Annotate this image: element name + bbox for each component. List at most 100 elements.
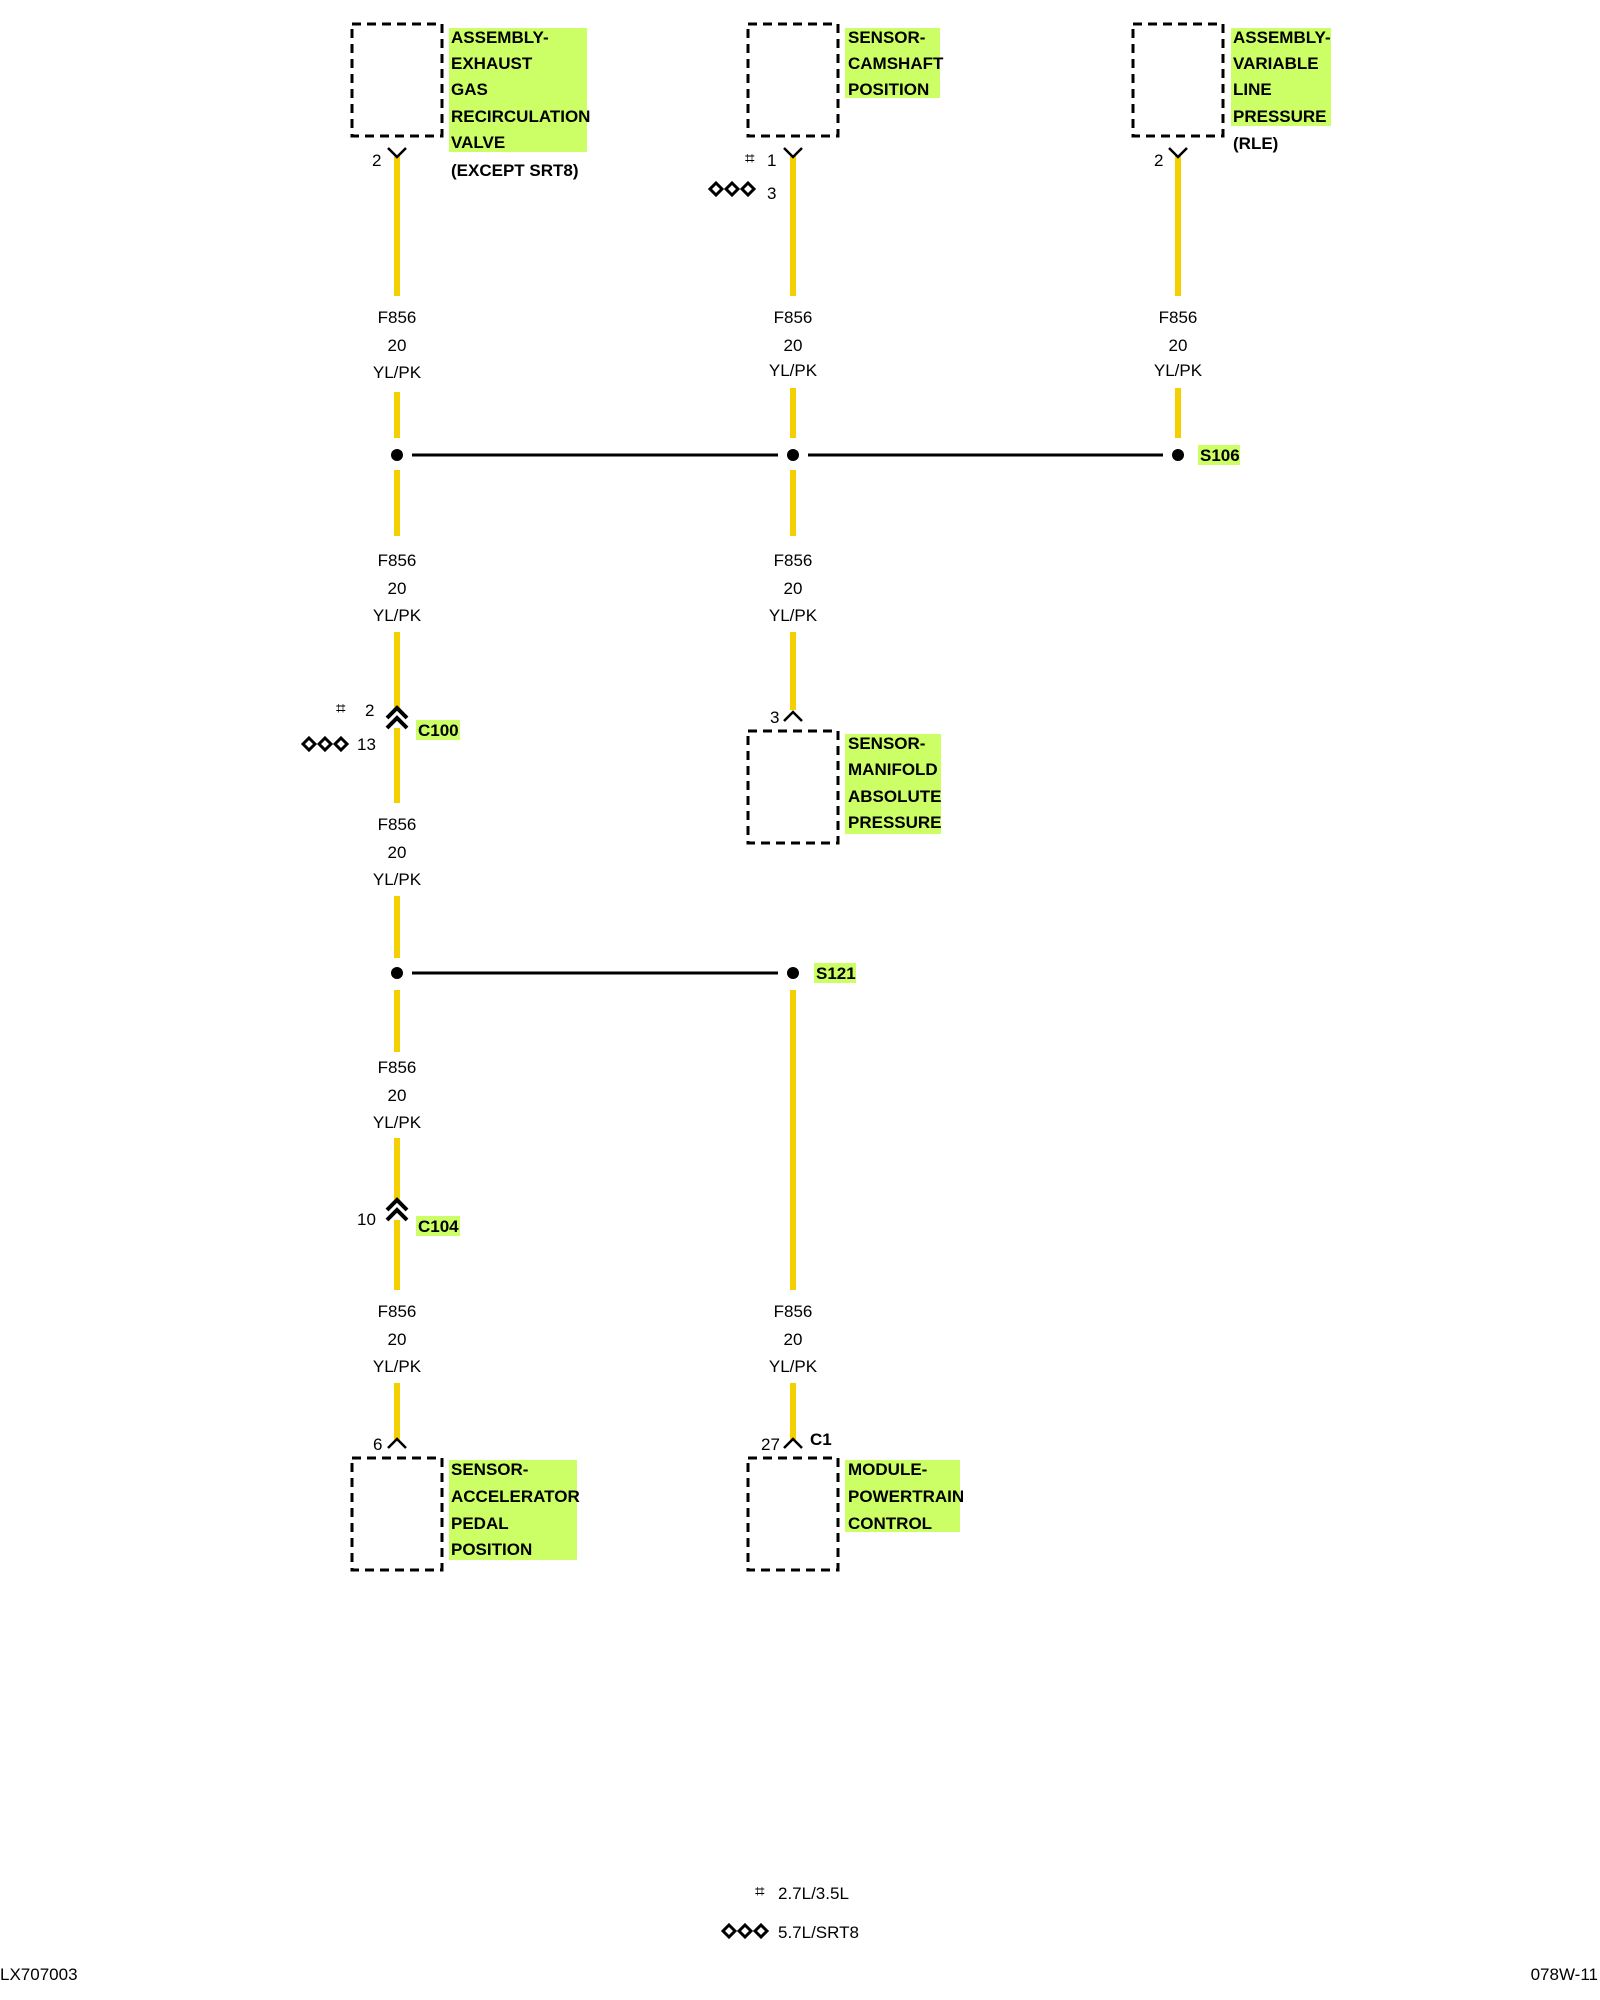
legend: ⌗ 2.7L/3.5L 5.7L/SRT8 — [721, 1882, 859, 1942]
inline-connectors — [385, 705, 409, 1222]
wire-gauge: 20 — [388, 579, 407, 598]
wire-gauge: 20 — [1169, 336, 1188, 355]
wire-circuit: F856 — [378, 308, 417, 327]
app-sensor-line: ACCELERATOR — [451, 1487, 580, 1506]
wire-color: YL/PK — [1154, 361, 1203, 380]
wire-segments — [394, 156, 1181, 1440]
diamonds-icon — [721, 1923, 769, 1939]
pcm-highlight — [845, 1460, 960, 1532]
connector-c100-chevron — [385, 715, 409, 730]
camshaft-sensor-box — [746, 22, 840, 138]
wire-color: YL/PK — [769, 361, 818, 380]
camshaft-sensor-line: SENSOR- — [848, 28, 925, 47]
terminal-v — [783, 147, 803, 159]
app-sensor-line: SENSOR- — [451, 1460, 528, 1479]
wire-gauge: 20 — [784, 579, 803, 598]
map-sensor-line: SENSOR- — [848, 734, 925, 753]
wire-labels: F856 20 YL/PK F856 20 YL/PK F856 20 YL/P… — [373, 308, 1203, 1376]
pcm-label: MODULE- POWERTRAIN CONTROL — [848, 1460, 964, 1533]
map-sensor-highlight — [845, 734, 941, 834]
wire-color: YL/PK — [373, 1357, 422, 1376]
line-pressure-pin: 2 — [1154, 151, 1163, 170]
pcm-line: POWERTRAIN — [848, 1487, 964, 1506]
wire-gauge: 20 — [784, 1330, 803, 1349]
connector-c100-chevron — [385, 705, 409, 720]
hash-icon: ⌗ — [336, 699, 346, 718]
line-pressure-note: (RLE) — [1233, 134, 1278, 153]
c100-highlight — [416, 720, 460, 740]
app-sensor-line: PEDAL — [451, 1514, 509, 1533]
camshaft-sensor-highlight — [845, 28, 940, 98]
c100-label: C100 — [418, 721, 459, 740]
map-sensor-label: SENSOR- MANIFOLD ABSOLUTE PRESSURE — [848, 734, 942, 832]
wire-color: YL/PK — [373, 1113, 422, 1132]
diamonds-icon — [708, 181, 756, 197]
egr-valve-highlight — [449, 28, 587, 152]
wire-color: YL/PK — [769, 606, 818, 625]
wire-circuit: F856 — [774, 551, 813, 570]
wire-color: YL/PK — [373, 363, 422, 382]
pcm-line: CONTROL — [848, 1514, 932, 1533]
connector-c104-chevron — [385, 1197, 409, 1212]
footer-right-code: 078W-11 — [1531, 1965, 1598, 1984]
map-sensor-line: PRESSURE — [848, 813, 942, 832]
terminal-caret — [783, 710, 803, 722]
egr-valve-line: RECIRCULATION — [451, 107, 590, 126]
egr-valve-label: ASSEMBLY- EXHAUST GAS RECIRCULATION VALV… — [451, 28, 590, 152]
splice-dot — [787, 967, 799, 979]
splice-dots — [391, 449, 1184, 979]
c100-pin: 2 — [365, 701, 374, 720]
map-sensor-line: ABSOLUTE — [848, 787, 942, 806]
s106-highlight — [1198, 445, 1240, 465]
splice-s121-label: S121 — [816, 964, 856, 983]
line-pressure-box — [1131, 22, 1225, 138]
wire-gauge: 20 — [388, 1330, 407, 1349]
wire-gauge: 20 — [388, 336, 407, 355]
camshaft-sensor-label: SENSOR- CAMSHAFT POSITION — [848, 28, 944, 99]
wire-circuit: F856 — [1159, 308, 1198, 327]
splice-dot — [1172, 449, 1184, 461]
egr-valve-line: VALVE — [451, 133, 505, 152]
wire-color: YL/PK — [373, 606, 422, 625]
egr-valve-line: ASSEMBLY- — [451, 28, 549, 47]
map-sensor-pin: 3 — [770, 708, 779, 727]
legend-diamonds-text: 5.7L/SRT8 — [778, 1923, 859, 1942]
line-pressure-line: ASSEMBLY- — [1233, 28, 1331, 47]
app-sensor-pin: 6 — [373, 1435, 382, 1454]
splice-dot — [391, 967, 403, 979]
egr-valve-line: EXHAUST — [451, 54, 533, 73]
pcm-box — [746, 1456, 840, 1572]
terminals — [387, 147, 1188, 1449]
wire-circuit: F856 — [378, 815, 417, 834]
app-sensor-highlight — [449, 1460, 577, 1560]
egr-valve-note: (EXCEPT SRT8) — [451, 161, 579, 180]
terminal-caret — [387, 1437, 407, 1449]
app-sensor-label: SENSOR- ACCELERATOR PEDAL POSITION — [451, 1460, 580, 1559]
terminal-caret — [783, 1437, 803, 1449]
pcm-line: MODULE- — [848, 1460, 927, 1479]
wire-circuit: F856 — [378, 1302, 417, 1321]
c104-pin: 10 — [357, 1210, 376, 1229]
component-boxes — [350, 22, 1225, 1572]
c104-highlight — [416, 1216, 460, 1236]
egr-valve-pin: 2 — [372, 151, 381, 170]
wire-color: YL/PK — [373, 870, 422, 889]
connector-c104-chevron — [385, 1207, 409, 1222]
line-pressure-line: PRESSURE — [1233, 107, 1327, 126]
legend-hash-text: 2.7L/3.5L — [778, 1884, 849, 1903]
footer-left-code: LX707003 — [0, 1965, 78, 1984]
app-sensor-box — [350, 1456, 444, 1572]
splice-bus — [412, 453, 1163, 975]
camshaft-sensor-line: CAMSHAFT — [848, 54, 944, 73]
camshaft-sensor-pin: 3 — [767, 184, 776, 203]
line-pressure-line: LINE — [1233, 80, 1272, 99]
camshaft-sensor-line: POSITION — [848, 80, 929, 99]
wire-color: YL/PK — [769, 1357, 818, 1376]
wire-circuit: F856 — [774, 1302, 813, 1321]
hash-icon: ⌗ — [745, 149, 755, 168]
line-pressure-label: ASSEMBLY- VARIABLE LINE PRESSURE — [1233, 28, 1331, 126]
pcm-connector: C1 — [810, 1430, 832, 1449]
splice-dot — [391, 449, 403, 461]
map-sensor-line: MANIFOLD — [848, 760, 938, 779]
